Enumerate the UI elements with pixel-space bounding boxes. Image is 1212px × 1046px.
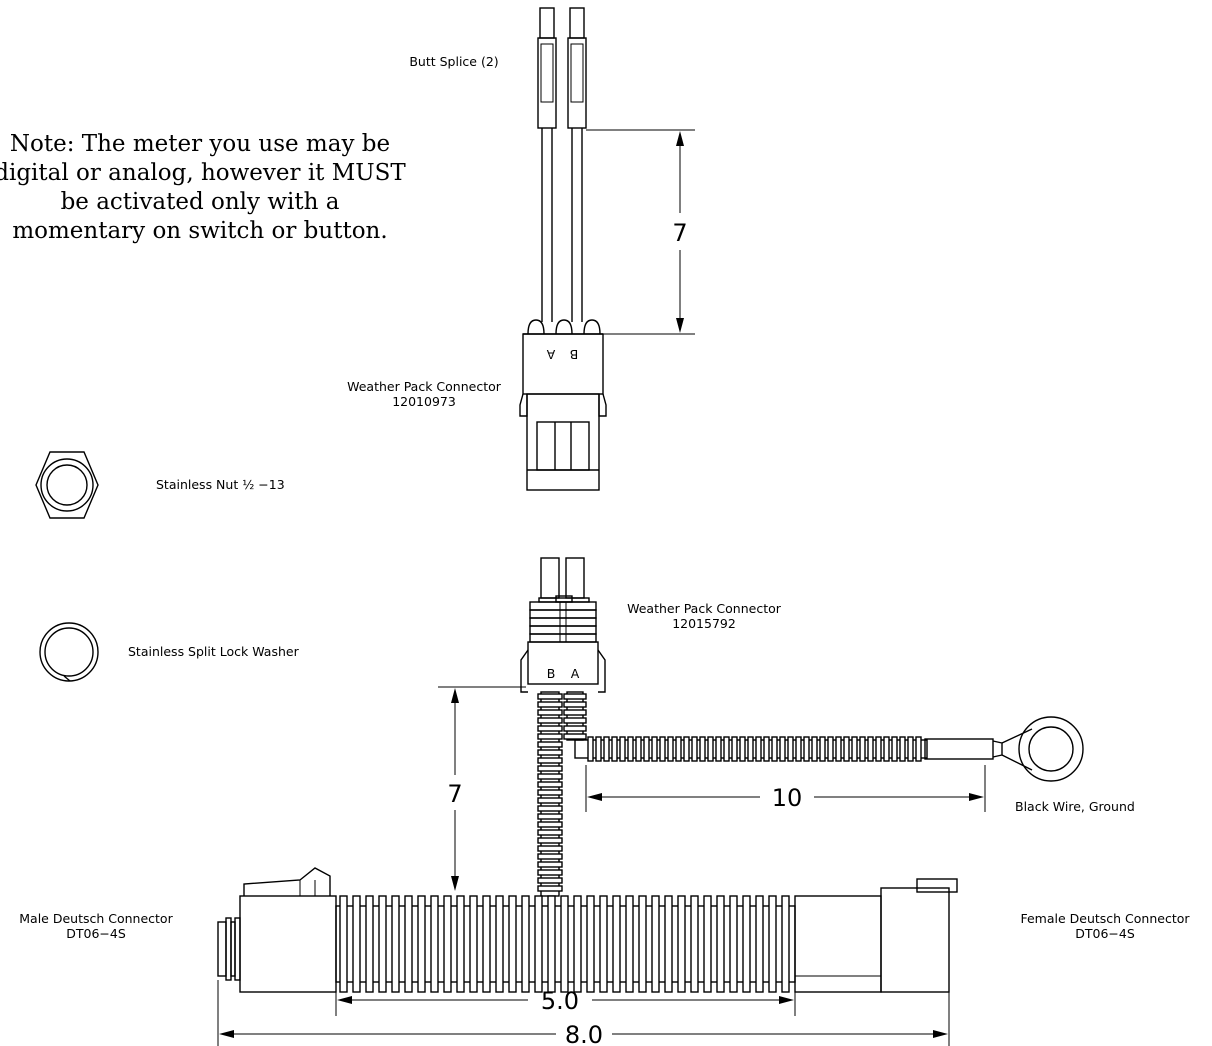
lock-washer-icon bbox=[39, 622, 99, 682]
dimension-ground-lead-value: 10 bbox=[772, 784, 803, 812]
female-deutsch-label: Female Deutsch Connector bbox=[1020, 911, 1190, 926]
pin-b-label-top: B bbox=[570, 347, 579, 362]
pin-b-label-mid: B bbox=[547, 666, 556, 681]
weather-pack-mid-part-number: 12015792 bbox=[672, 616, 736, 631]
ring-terminal-icon bbox=[924, 716, 1084, 782]
lock-washer-label: Stainless Split Lock Washer bbox=[128, 644, 300, 659]
dimension-inner-span bbox=[335, 992, 796, 1016]
pin-a-label-top: A bbox=[546, 347, 555, 362]
butt-splice-pair bbox=[537, 7, 587, 322]
ground-wire-loom bbox=[574, 736, 928, 762]
male-deutsch-label: Male Deutsch Connector bbox=[19, 911, 173, 926]
dimension-inner-span-value: 5.0 bbox=[541, 987, 579, 1015]
butt-splice-label: Butt Splice (2) bbox=[409, 54, 498, 69]
black-wire-label: Black Wire, Ground bbox=[1015, 799, 1135, 814]
female-deutsch-connector bbox=[794, 878, 958, 993]
main-trunk-loom bbox=[335, 895, 796, 993]
dimension-ground-lead bbox=[585, 765, 986, 812]
dimension-overall-span bbox=[217, 980, 950, 1046]
dimension-top-lead-value: 7 bbox=[672, 219, 687, 247]
dimension-mid-lead bbox=[438, 686, 526, 891]
weather-pack-connector-mid bbox=[520, 557, 606, 693]
dimension-mid-lead-value: 7 bbox=[447, 780, 462, 808]
stainless-nut-label: Stainless Nut ½ −13 bbox=[156, 477, 285, 492]
weather-pack-top-part-number: 12010973 bbox=[392, 394, 456, 409]
vertical-wire-loom bbox=[537, 691, 587, 897]
meter-note: Note: The meter you use may be digital o… bbox=[0, 131, 406, 244]
dimension-top-lead bbox=[586, 129, 695, 335]
male-deutsch-part-number: DT06−4S bbox=[66, 926, 126, 941]
dimension-overall-span-value: 8.0 bbox=[565, 1021, 603, 1046]
weather-pack-connector-top bbox=[519, 319, 607, 491]
stainless-nut-icon bbox=[35, 451, 99, 519]
male-deutsch-connector bbox=[217, 867, 337, 993]
pin-a-label-mid: A bbox=[571, 666, 580, 681]
female-deutsch-part-number: DT06−4S bbox=[1075, 926, 1135, 941]
weather-pack-top-label: Weather Pack Connector bbox=[347, 379, 502, 394]
weather-pack-mid-label: Weather Pack Connector bbox=[627, 601, 782, 616]
